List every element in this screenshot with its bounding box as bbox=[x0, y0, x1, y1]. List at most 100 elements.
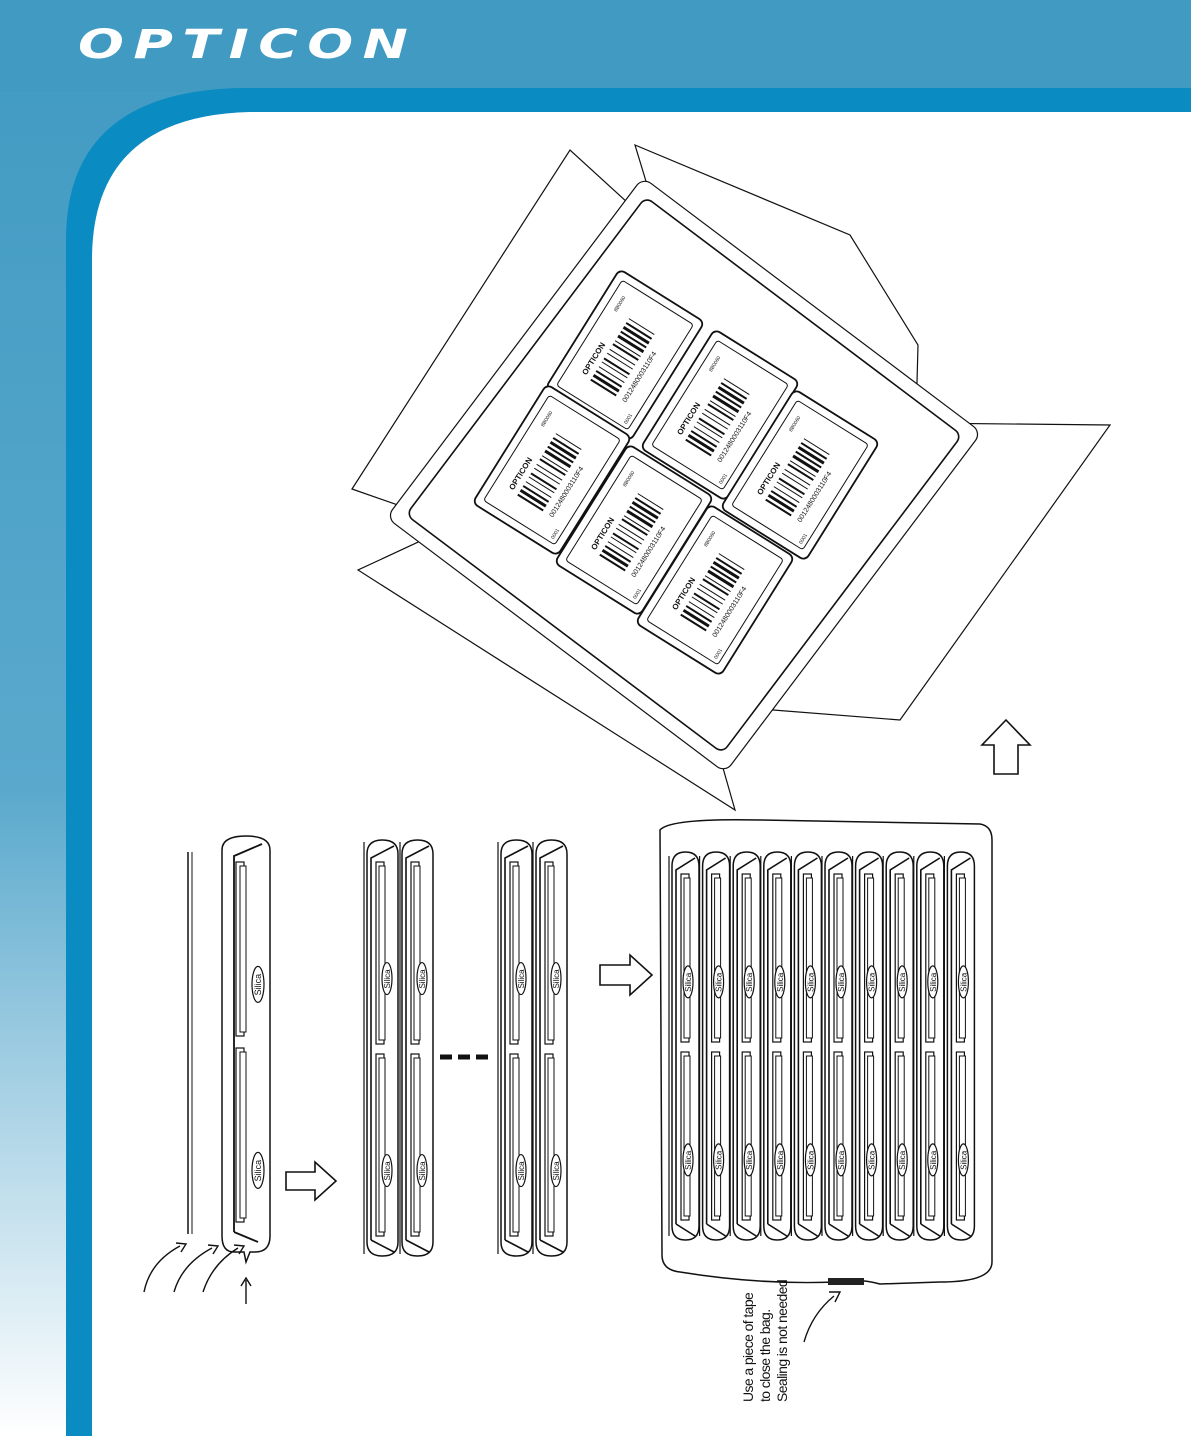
silica-pack bbox=[957, 965, 970, 999]
silica-label: Silica bbox=[745, 1150, 754, 1170]
silica-pack bbox=[251, 1151, 265, 1190]
barcode bbox=[685, 378, 750, 457]
label-corner-code: 0001 bbox=[713, 648, 724, 661]
silica-pack bbox=[774, 965, 786, 999]
silica-label: Silica bbox=[776, 1150, 785, 1170]
silica-label: Silica bbox=[898, 1150, 907, 1170]
silica-label: Silica bbox=[806, 1150, 815, 1170]
silica-pack bbox=[381, 961, 393, 996]
silica-pack bbox=[927, 1143, 939, 1177]
silica-pack bbox=[927, 965, 939, 999]
silica-label: Silica bbox=[552, 1161, 561, 1181]
silica-label: Silica bbox=[745, 972, 754, 992]
silica-pack bbox=[835, 965, 847, 999]
silica-label: Silica bbox=[253, 1160, 263, 1182]
bag: SilicaSilicaSilicaSilicaSilicaSilicaSili… bbox=[659, 818, 993, 1343]
silica-pack bbox=[550, 961, 562, 996]
brand-logo: OPTICON bbox=[78, 22, 418, 68]
silica-pack bbox=[865, 1143, 878, 1177]
silica-pack bbox=[774, 1143, 786, 1177]
silica-pack bbox=[550, 1153, 562, 1188]
silica-label: Silica bbox=[929, 1150, 938, 1170]
silica-pack bbox=[865, 965, 878, 999]
barcode bbox=[680, 553, 745, 632]
curved-arrow-icon bbox=[143, 1245, 181, 1293]
silica-label: Silica bbox=[715, 972, 724, 992]
silica-label: Silica bbox=[776, 972, 785, 992]
note-line: Sealing is not needed bbox=[774, 1279, 790, 1402]
label-corner-code: 0001 bbox=[718, 473, 729, 486]
silica-label: Silica bbox=[898, 972, 907, 992]
tape-note-text: Use a piece of tape to close the bag. Se… bbox=[740, 1280, 791, 1402]
silica-label: Silica bbox=[253, 974, 263, 996]
note-line: to close the bag. bbox=[757, 1309, 773, 1402]
silica-pack bbox=[896, 965, 908, 999]
bag-packs: SilicaSilicaSilicaSilicaSilicaSilicaSili… bbox=[668, 851, 976, 1241]
up-arrow-icon bbox=[980, 718, 1032, 775]
label-corner-code: 0001 bbox=[632, 588, 643, 601]
right-arrow-icon bbox=[599, 953, 654, 997]
silica-pack bbox=[682, 965, 694, 999]
silica-pack bbox=[743, 1143, 755, 1177]
barcode bbox=[599, 493, 664, 572]
silica-pack bbox=[515, 961, 527, 996]
silica-label: Silica bbox=[868, 972, 877, 992]
silica-pack bbox=[682, 1143, 694, 1177]
barcode bbox=[765, 438, 830, 517]
right-arrow-icon bbox=[285, 1160, 338, 1202]
silica-label: Silica bbox=[959, 1150, 968, 1170]
silica-label: Silica bbox=[837, 972, 846, 992]
silica-label: Silica bbox=[552, 969, 561, 989]
label-corner-code: 0001 bbox=[550, 528, 561, 541]
curved-arrow-icon bbox=[173, 1247, 213, 1293]
silica-label: Silica bbox=[868, 1150, 877, 1170]
silica-label: Silica bbox=[517, 1161, 526, 1181]
label-corner-code: 0001 bbox=[798, 533, 809, 546]
silica-label: Silica bbox=[806, 972, 815, 992]
barcode bbox=[517, 433, 582, 512]
silica-label: Silica bbox=[418, 969, 427, 989]
silica-label: Silica bbox=[959, 972, 968, 992]
silica-label: Silica bbox=[715, 1150, 724, 1170]
curved-arrow-icon bbox=[803, 1295, 835, 1343]
note-line: Use a piece of tape bbox=[740, 1292, 756, 1402]
label-corner-code: 0001 bbox=[623, 413, 634, 426]
silica-pack bbox=[381, 1153, 393, 1188]
silica-label: Silica bbox=[383, 1161, 392, 1181]
silica-label: Silica bbox=[517, 969, 526, 989]
silica-pack bbox=[251, 965, 265, 1004]
silica-pack bbox=[712, 1143, 725, 1177]
silica-label: Silica bbox=[418, 1161, 427, 1181]
silica-label: Silica bbox=[837, 1150, 846, 1170]
silica-pack bbox=[835, 1143, 847, 1177]
silica-pack bbox=[896, 1143, 908, 1177]
silica-pack bbox=[712, 965, 725, 999]
silica-pack bbox=[957, 1143, 970, 1177]
silica-label: Silica bbox=[684, 972, 693, 992]
silica-pack bbox=[416, 961, 428, 996]
silica-pack bbox=[515, 1153, 527, 1188]
